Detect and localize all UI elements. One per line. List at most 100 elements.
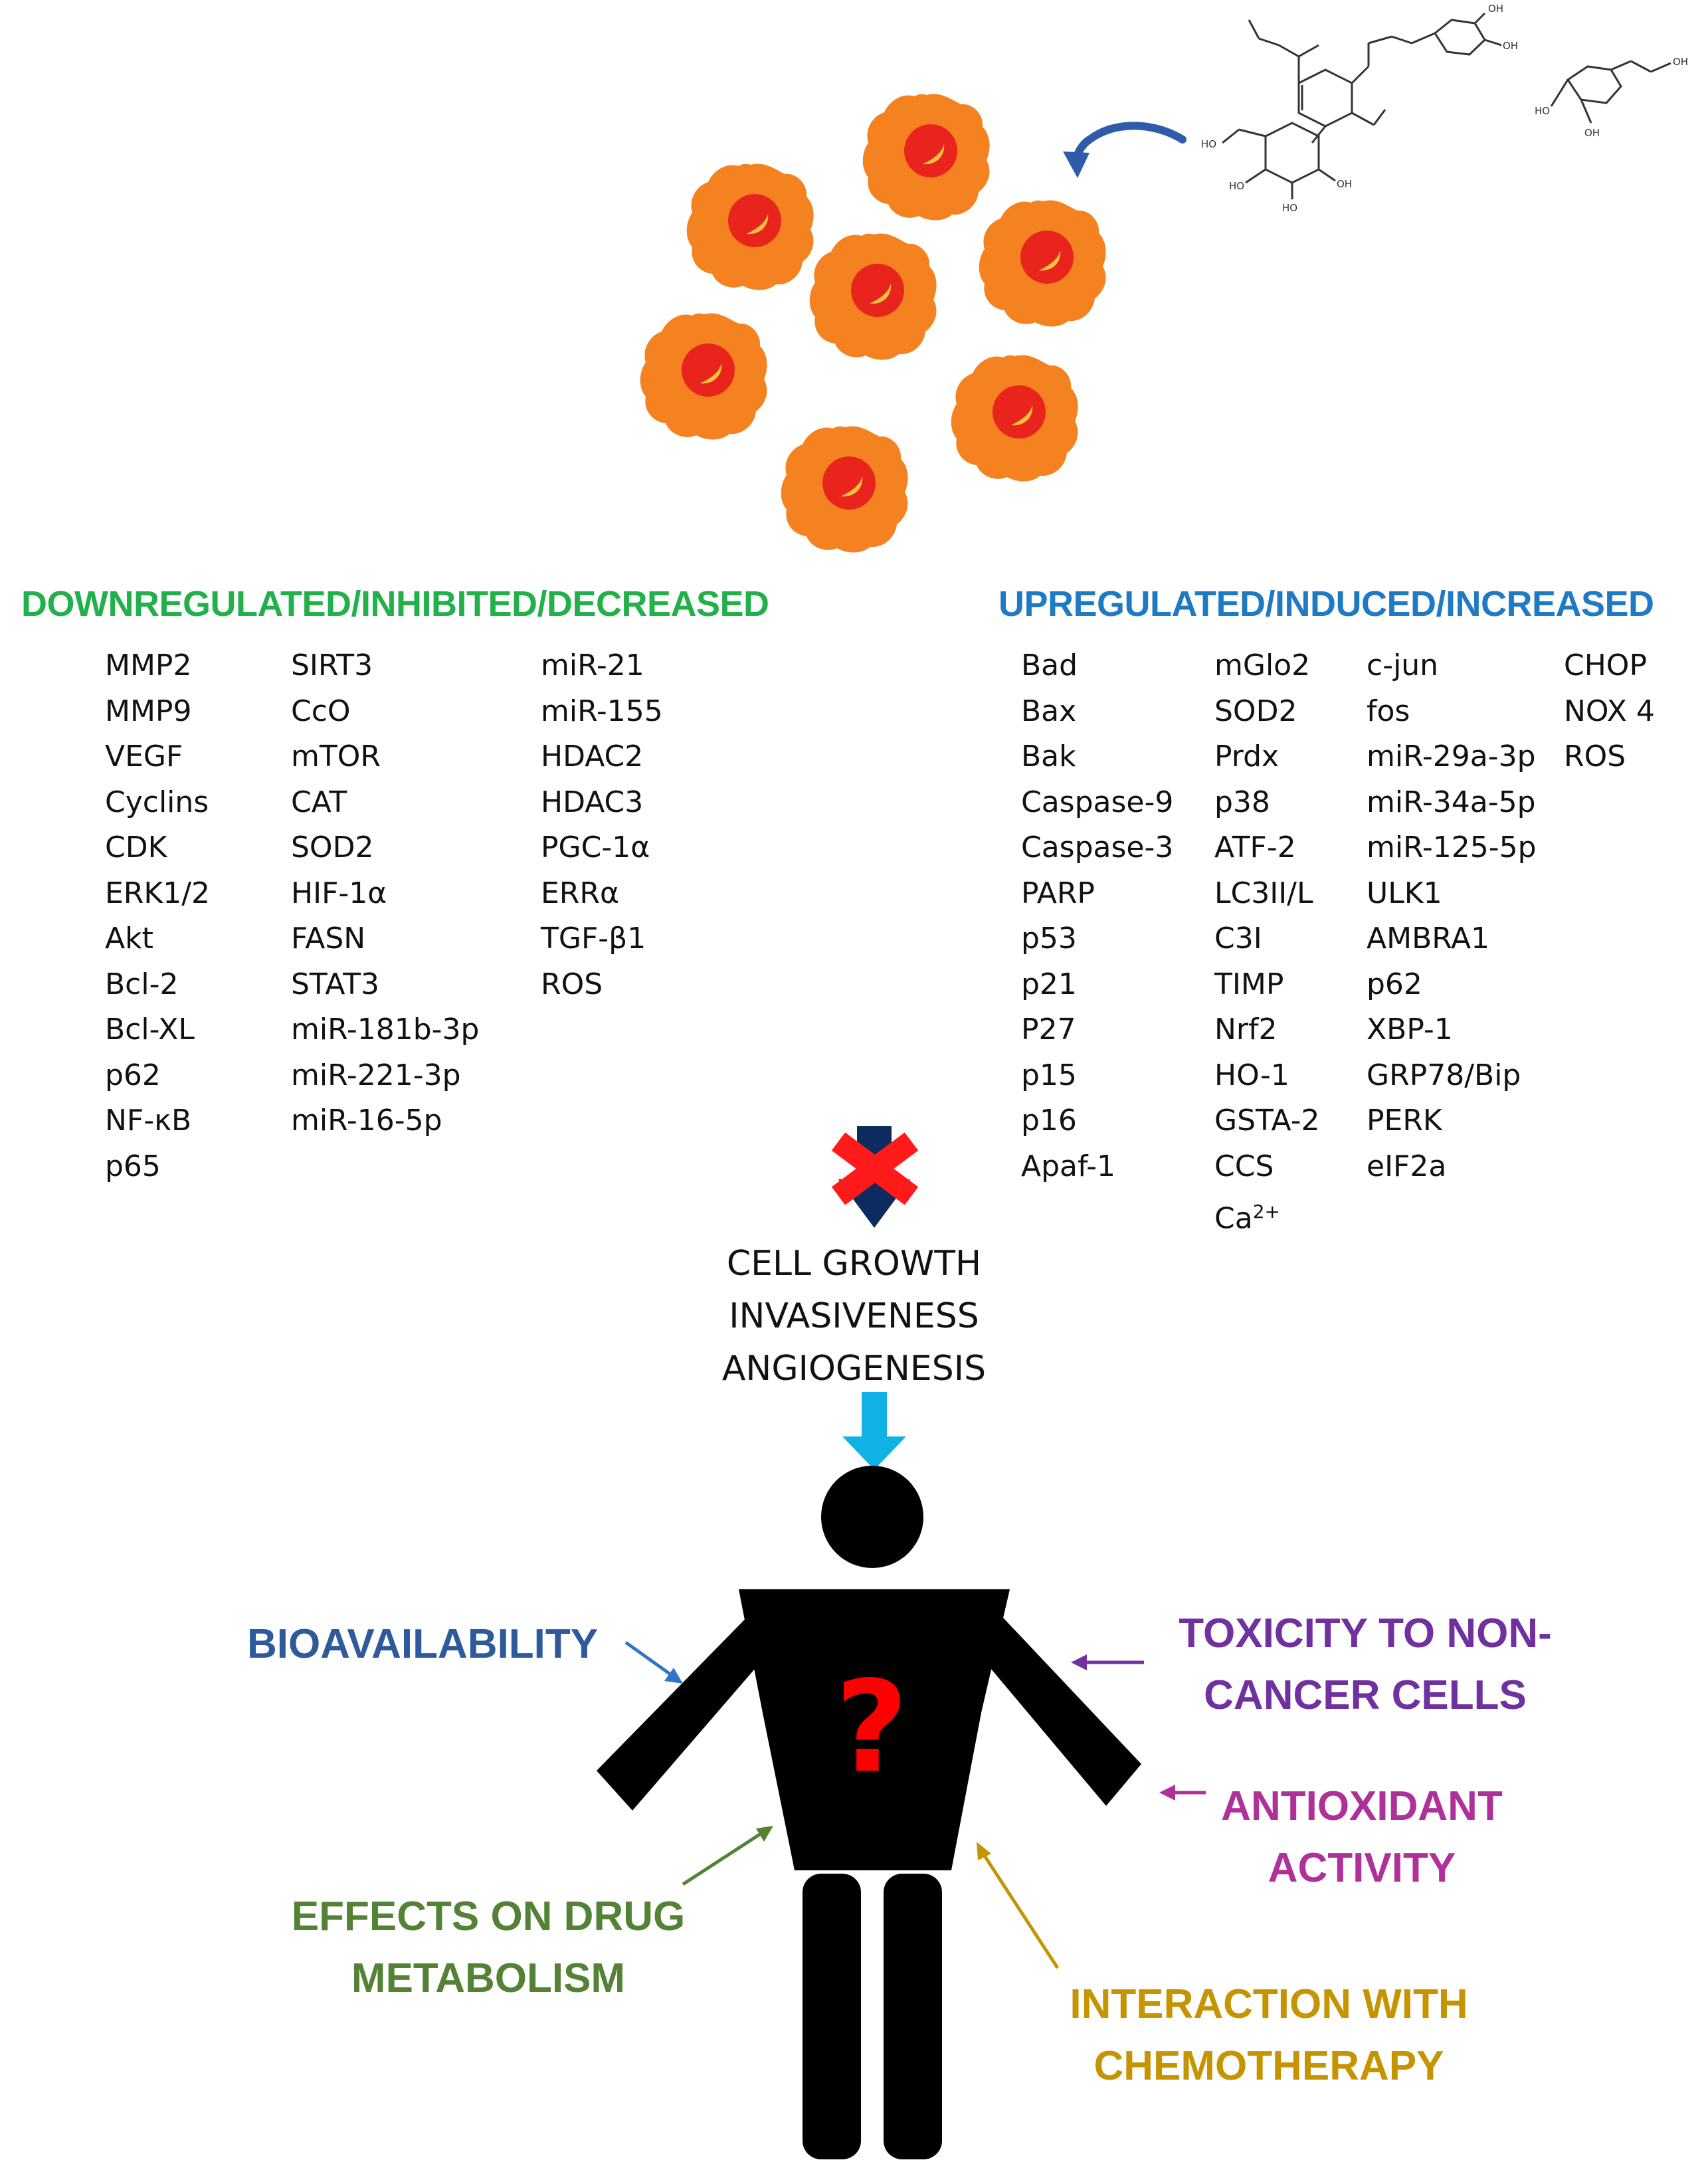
question-mark: ?: [835, 1654, 908, 1801]
up-item: fos: [1367, 694, 1410, 728]
up-item: Apaf-1: [1021, 1149, 1115, 1183]
down-item: miR-16-5p: [291, 1104, 442, 1137]
down-item: MMP2: [105, 648, 192, 682]
up-item: AMBRA1: [1367, 922, 1490, 955]
up-item: PERK: [1367, 1104, 1442, 1137]
up-item: mGlo2: [1214, 648, 1311, 682]
down-item: CcO: [291, 694, 351, 728]
up-item: ATF-2: [1214, 831, 1296, 864]
cancer-cell-4: [979, 200, 1106, 327]
up-item: Caspase-9: [1021, 785, 1174, 819]
svg-text:OH: OH: [1584, 127, 1600, 139]
up-item: Bad: [1021, 648, 1078, 682]
svg-text:OH: OH: [1488, 3, 1503, 15]
oleuropein-structure-icon: [1222, 12, 1502, 199]
factor-antioxidant-line1: ANTIOXIDANT: [1221, 1783, 1503, 1829]
down-item: ERRα: [541, 876, 619, 910]
down-item: ROS: [541, 967, 603, 1001]
up-item: eIF2a: [1367, 1149, 1447, 1183]
up-item: miR-34a-5p: [1367, 785, 1536, 819]
svg-text:HO: HO: [1535, 105, 1550, 117]
downregulated-heading: DOWNREGULATED/INHIBITED/DECREASED: [21, 584, 769, 624]
drug-metabolism-arrow-icon: [682, 1826, 773, 1886]
factor-chemotherapy-line1: INTERACTION WITH: [1070, 1981, 1468, 2027]
factor-chemotherapy-line2: CHEMOTHERAPY: [1093, 2043, 1444, 2089]
factor-chemotherapy: INTERACTION WITH CHEMOTHERAPY: [1036, 1973, 1501, 2097]
cancer-cell-6: [951, 355, 1078, 482]
up-item: CHOP: [1564, 648, 1647, 682]
outcome-invasiveness: INVASIVENESS: [729, 1296, 979, 1336]
svg-text:OH: OH: [1503, 40, 1518, 52]
top-illustration: OH OH HO HO HO OH OH HO OH: [640, 3, 1688, 553]
down-item: MMP9: [105, 694, 192, 728]
lower-illustration: ?: [597, 1126, 1206, 2159]
down-item: VEGF: [105, 739, 183, 773]
hydroxytyrosol-structure-icon: [1550, 60, 1671, 124]
down-item: FASN: [291, 922, 366, 955]
down-item: mTOR: [291, 739, 381, 773]
up-item: Nrf2: [1214, 1013, 1278, 1046]
up-item: p38: [1214, 785, 1270, 819]
down-item: p65: [105, 1149, 161, 1183]
down-item: Akt: [105, 922, 153, 955]
up-list-col-4: CHOP NOX 4 ROS: [1564, 643, 1655, 780]
down-item: HIF-1α: [291, 876, 387, 910]
cancer-cell-1: [862, 94, 990, 221]
up-item: CCS: [1214, 1149, 1274, 1183]
up-item: p53: [1021, 922, 1077, 955]
down-item: CAT: [291, 785, 347, 819]
factor-toxicity: TOXICITY TO NON- CANCER CELLS: [1153, 1603, 1578, 1726]
cancer-cell-3: [809, 233, 937, 360]
down-list-col-3: miR-21 miR-155 HDAC2 HDAC3 PGC-1α ERRα T…: [541, 643, 663, 1007]
up-item: p21: [1021, 967, 1077, 1001]
up-list-col-1: Bad Bax Bak Caspase-9 Caspase-3 PARP p53…: [1021, 643, 1173, 1189]
down-item: STAT3: [291, 967, 379, 1001]
up-item: HO-1: [1214, 1058, 1289, 1092]
up-item: p62: [1367, 967, 1422, 1001]
down-list-col-2: SIRT3 CcO mTOR CAT SOD2 HIF-1α FASN STAT…: [291, 643, 479, 1144]
up-item: p16: [1021, 1104, 1077, 1137]
antioxidant-arrow-icon: [1159, 1785, 1206, 1801]
calcium-label: Ca: [1214, 1201, 1253, 1236]
bioavailability-arrow-icon: [624, 1640, 683, 1684]
svg-text:OH: OH: [1337, 178, 1352, 190]
up-item-calcium: Ca2+: [1214, 1189, 1320, 1236]
up-item: miR-125-5p: [1367, 831, 1537, 864]
outcome-cell-growth: CELL GROWTH: [726, 1244, 982, 1284]
up-item: C3I: [1214, 922, 1262, 955]
up-item: Caspase-3: [1021, 831, 1174, 864]
up-item: Bak: [1021, 739, 1076, 773]
factor-antioxidant-line2: ACTIVITY: [1268, 1845, 1456, 1891]
red-cross-icon: [831, 1132, 919, 1205]
chemotherapy-arrow-icon: [977, 1842, 1060, 1969]
up-item: c-jun: [1367, 648, 1439, 682]
human-silhouette-icon: [597, 1466, 1141, 2159]
down-item: CDK: [105, 831, 167, 864]
down-item: TGF-β1: [541, 922, 646, 955]
svg-text:OH: OH: [1673, 56, 1688, 68]
up-item: LC3II/L: [1214, 876, 1313, 910]
up-item: ULK1: [1367, 876, 1442, 910]
down-item: SOD2: [291, 831, 374, 864]
down-list-col-1: MMP2 MMP9 VEGF Cyclins CDK ERK1/2 Akt Bc…: [105, 643, 210, 1189]
down-item: Cyclins: [105, 785, 209, 819]
svg-text:HO: HO: [1201, 138, 1216, 150]
down-item: SIRT3: [291, 648, 373, 682]
svg-text:HO: HO: [1229, 180, 1244, 192]
hydroxytyrosol-labels: OH HO OH: [1535, 56, 1688, 139]
curved-arrow-icon: [1063, 122, 1186, 178]
upregulated-heading: UPREGULATED/INDUCED/INCREASED: [998, 584, 1654, 624]
up-item: PARP: [1021, 876, 1095, 910]
oleuropein-labels: OH OH HO HO HO OH: [1201, 3, 1518, 214]
outcome-angiogenesis: ANGIOGENESIS: [721, 1349, 987, 1389]
up-list-col-2: mGlo2 SOD2 Prdx p38 ATF-2 LC3II/L C3I TI…: [1214, 643, 1320, 1236]
up-item: p15: [1021, 1058, 1077, 1092]
cancer-cell-7: [781, 426, 908, 553]
up-item: Bax: [1021, 694, 1077, 728]
down-item: miR-21: [541, 648, 644, 682]
toxicity-arrow-icon: [1071, 1654, 1144, 1670]
factor-toxicity-line2: CANCER CELLS: [1204, 1672, 1527, 1718]
factor-drug-metabolism-line2: METABOLISM: [351, 1955, 626, 2001]
down-item: PGC-1α: [541, 831, 650, 864]
down-item: miR-221-3p: [291, 1058, 461, 1092]
